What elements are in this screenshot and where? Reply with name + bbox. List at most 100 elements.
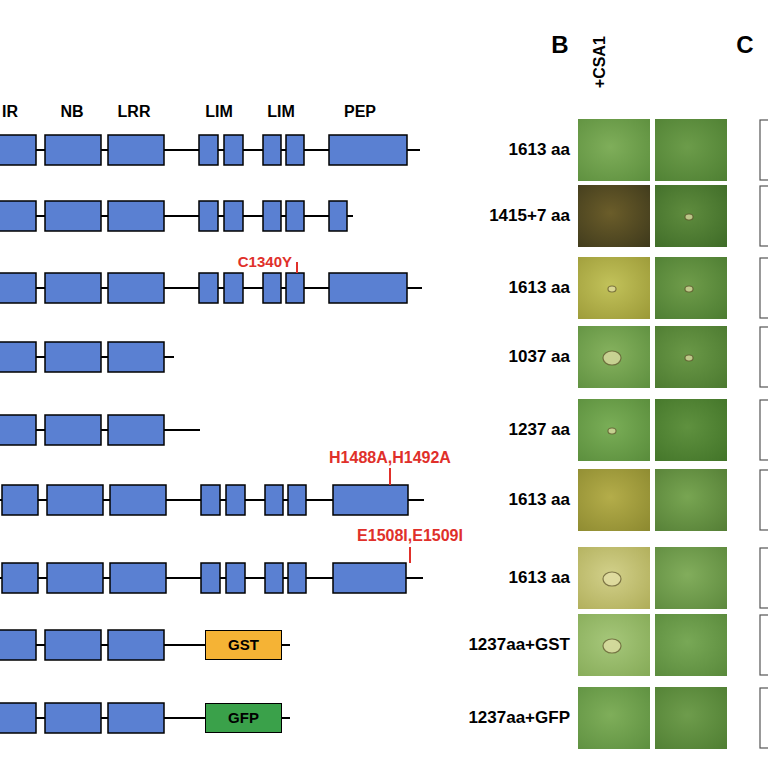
panel-c-frame bbox=[760, 327, 768, 387]
panel-letter: B bbox=[551, 31, 568, 59]
leaf-photo bbox=[655, 469, 727, 531]
panel-c-frame bbox=[760, 120, 768, 180]
leaf-photo bbox=[655, 547, 727, 609]
domain-box bbox=[224, 135, 243, 165]
leaf-photo bbox=[578, 614, 650, 676]
domain-box bbox=[263, 273, 281, 303]
domain-box bbox=[286, 135, 304, 165]
domain-box bbox=[333, 485, 408, 515]
domain-label: IR bbox=[2, 103, 18, 121]
construct-length: 1613 aa bbox=[509, 568, 570, 588]
leaf-photo bbox=[655, 399, 727, 461]
treatment-label: +CSA1 bbox=[591, 36, 609, 88]
domain-box bbox=[45, 342, 101, 372]
leaf-photo bbox=[578, 326, 650, 388]
domain-box bbox=[108, 630, 164, 660]
domain-box bbox=[47, 485, 103, 515]
domain-box bbox=[329, 201, 347, 231]
domain-box bbox=[45, 703, 101, 733]
domain-box bbox=[0, 703, 36, 733]
domain-box bbox=[265, 563, 283, 593]
lesion-spot bbox=[685, 355, 693, 361]
construct-length: 1237 aa bbox=[509, 420, 570, 440]
domain-box bbox=[0, 342, 36, 372]
domain-box bbox=[108, 703, 164, 733]
mutation-tick bbox=[409, 547, 411, 563]
domain-box bbox=[108, 415, 164, 445]
panel-c-frame bbox=[760, 258, 768, 318]
domain-box bbox=[0, 630, 36, 660]
domain-box bbox=[45, 135, 101, 165]
domain-box bbox=[286, 201, 304, 231]
leaf-photo bbox=[655, 687, 727, 749]
construct-length: 1613 aa bbox=[509, 490, 570, 510]
domain-box bbox=[199, 201, 218, 231]
lesion-spot bbox=[685, 214, 693, 220]
domain-box bbox=[108, 273, 164, 303]
tag-label: GFP bbox=[228, 710, 259, 727]
lesion-spot bbox=[603, 351, 621, 365]
leaf-photo bbox=[578, 185, 650, 247]
tag-label: GST bbox=[228, 637, 259, 654]
domain-box bbox=[2, 563, 38, 593]
leaf-photo bbox=[655, 326, 727, 388]
domain-box bbox=[45, 201, 101, 231]
domain-label: PEP bbox=[344, 103, 376, 121]
leaf-photo bbox=[655, 257, 727, 319]
domain-label: LIM bbox=[205, 103, 233, 121]
domain-box bbox=[286, 273, 304, 303]
lesion-spot bbox=[608, 286, 616, 292]
backbone-lines bbox=[0, 150, 424, 718]
leaf-photo bbox=[655, 185, 727, 247]
domain-box bbox=[263, 135, 281, 165]
leaf-photo bbox=[655, 614, 727, 676]
panel-c-frame bbox=[760, 186, 768, 246]
panel-c-frame bbox=[760, 688, 768, 748]
leaf-photo bbox=[578, 547, 650, 609]
lesion-spot bbox=[603, 572, 621, 586]
domain-label: LIM bbox=[267, 103, 295, 121]
domain-box bbox=[288, 563, 306, 593]
domain-box bbox=[108, 201, 164, 231]
gfp-tag-box: GFP bbox=[205, 703, 282, 733]
leaf-photo bbox=[578, 399, 650, 461]
panel-c-frame bbox=[760, 548, 768, 608]
domain-box bbox=[288, 485, 306, 515]
domain-label: LRR bbox=[118, 103, 151, 121]
domain-box bbox=[333, 563, 406, 593]
domain-box bbox=[329, 273, 407, 303]
domain-boxes bbox=[0, 135, 408, 733]
domain-box bbox=[47, 563, 103, 593]
domain-box bbox=[110, 563, 166, 593]
panel-letter: C bbox=[736, 31, 753, 59]
domain-box bbox=[45, 273, 101, 303]
mutation-tick bbox=[296, 262, 298, 273]
lesion-spot bbox=[685, 286, 693, 292]
domain-box bbox=[263, 201, 281, 231]
panel-c-frames bbox=[760, 120, 768, 748]
leaf-photo bbox=[578, 469, 650, 531]
construct-length: 1613 aa bbox=[509, 278, 570, 298]
domain-box bbox=[201, 485, 220, 515]
mutation-ticks bbox=[297, 262, 410, 563]
domain-box bbox=[0, 415, 36, 445]
construct-length: 1415+7 aa bbox=[489, 206, 570, 226]
domain-box bbox=[224, 273, 243, 303]
lesion-spot bbox=[603, 639, 621, 653]
panel-c-frame bbox=[760, 615, 768, 675]
mutation-label: C1340Y bbox=[238, 253, 292, 270]
construct-length: 1613 aa bbox=[509, 140, 570, 160]
panel-c-frame bbox=[760, 470, 768, 530]
leaf-photo bbox=[578, 119, 650, 181]
domain-box bbox=[199, 135, 218, 165]
construct-length: 1037 aa bbox=[509, 347, 570, 367]
domain-box bbox=[0, 135, 36, 165]
domain-box bbox=[45, 630, 101, 660]
domain-box bbox=[110, 485, 166, 515]
domain-box bbox=[201, 563, 220, 593]
lesion-spot bbox=[608, 428, 616, 434]
leaf-photo bbox=[578, 257, 650, 319]
domain-box bbox=[329, 135, 407, 165]
